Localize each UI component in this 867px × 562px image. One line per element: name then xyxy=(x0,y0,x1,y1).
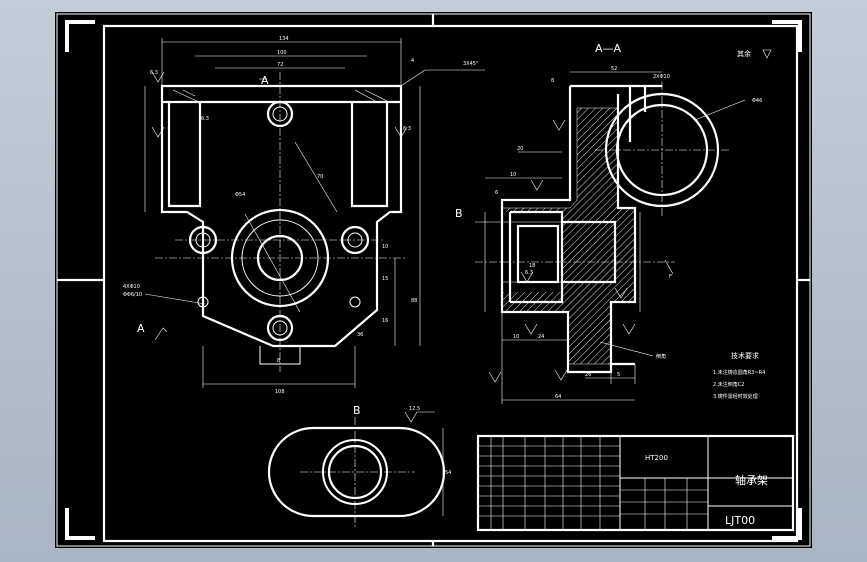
section-inner-bore xyxy=(516,224,560,284)
dim-100-text: 100 xyxy=(277,50,287,56)
dim-18-text: 18 xyxy=(529,263,535,269)
leader-holes xyxy=(144,293,206,305)
chamfer-text: 3X45° xyxy=(463,61,479,67)
section-mark-f: F xyxy=(669,274,672,280)
dim-5-text: 5 xyxy=(617,372,620,378)
view-b-rough-text: 12.5 xyxy=(409,406,420,412)
section-title: A—A xyxy=(595,42,622,55)
dim-52-text: 52 xyxy=(611,66,617,72)
title-block: HT200 轴承架 LJT00 xyxy=(476,434,795,532)
section-dim-26 xyxy=(585,364,636,384)
dim-10-text: 10 xyxy=(382,244,388,250)
rough-sym-sec-7 xyxy=(488,371,502,383)
roughness-symbols-right xyxy=(394,126,408,138)
leader-dia46 xyxy=(694,99,746,121)
lower-left-hole xyxy=(197,296,209,308)
top-hatch xyxy=(172,89,390,103)
leader-chamfer xyxy=(400,69,426,87)
sheet-background xyxy=(55,12,812,548)
hole-callout-1: 4XΦ10 xyxy=(123,284,140,290)
rough-sym-sec-3 xyxy=(520,271,534,283)
corner-mark-tl xyxy=(65,20,95,52)
corner-mark-bl xyxy=(65,508,95,540)
lower-right-hole xyxy=(349,296,361,308)
dia46-text: Φ46 xyxy=(752,98,762,104)
roughness-note-symbol xyxy=(762,49,772,59)
section-mark-a-top: A xyxy=(261,74,269,87)
tech-req-title: 技术要求 xyxy=(731,351,759,360)
dim-134-text: 134 xyxy=(279,36,289,42)
corner-mark-br xyxy=(772,508,802,540)
rough-sym-sec-1 xyxy=(552,119,566,131)
left-slot xyxy=(167,102,202,208)
leader-dia54 xyxy=(244,213,301,313)
view-b-dim-text: 54 xyxy=(445,470,451,476)
right-slot xyxy=(350,102,389,208)
rough-sym-sec-8 xyxy=(554,369,568,381)
title-block-frame xyxy=(476,434,795,532)
dim-24-text: 24 xyxy=(538,334,544,340)
dim-4-text: 4 xyxy=(411,58,414,64)
cad-drawing: 134 100 72 3X45° 4 6.3 6.3 6.3 Φ54 70 10… xyxy=(55,12,812,548)
rough-sym-sec-6 xyxy=(614,287,628,299)
section-mark-a-left: A xyxy=(137,322,145,335)
leader-70 xyxy=(294,141,338,213)
dim-6-text: 6 xyxy=(495,190,498,196)
dim-64-text: 64 xyxy=(555,394,561,400)
rough-left-text: 6.3 xyxy=(150,70,158,76)
view-b-rough-sym xyxy=(404,411,435,423)
drawing-no-text: LJT00 xyxy=(725,514,755,527)
dim-8-text: 8 xyxy=(277,358,280,364)
tech-req-item-3: 3.铸件需经时效处理 xyxy=(713,393,758,400)
dim-88-text: 88 xyxy=(411,298,417,304)
mark-f-arrow xyxy=(664,259,674,275)
section-view-aa: A—A xyxy=(455,42,762,404)
rough-right-text: 6.3 xyxy=(403,126,411,132)
section-arrow-a-left xyxy=(154,327,168,341)
tb-grid-mid xyxy=(620,478,708,530)
view-b: B 12.5 54 xyxy=(267,404,451,527)
front-view: 134 100 72 3X45° 4 6.3 6.3 6.3 Φ54 70 10… xyxy=(123,36,485,395)
rough-sec-text: 6.3 xyxy=(525,270,533,276)
sheet-inner-frame xyxy=(102,24,799,543)
section-hatching xyxy=(502,108,635,364)
rough-sym-sec-2 xyxy=(530,179,544,191)
dim-8-sec-text: 8 xyxy=(551,78,554,84)
dim-26-text: 26 xyxy=(585,372,591,378)
dim-108-text: 108 xyxy=(275,389,285,395)
leader-note xyxy=(599,341,654,357)
bottom-note-text: 倒角 xyxy=(656,353,666,360)
dim-10-sec2-text: 10 xyxy=(513,334,519,340)
dim-10-sec-text: 10 xyxy=(510,172,516,178)
dia54-text: Φ54 xyxy=(235,192,245,198)
rough-sym-sec-4 xyxy=(524,323,538,335)
section-mark-b: B xyxy=(455,207,463,220)
dim-36-text: 36 xyxy=(357,332,363,338)
rough-sym-sec-5 xyxy=(622,323,636,335)
tb-grid-v xyxy=(490,436,601,530)
dim-16-text: 16 xyxy=(382,318,388,324)
technical-requirements: 技术要求 1.未注铸造圆角R3~R4 2.未注倒角C2 3.铸件需经时效处理 xyxy=(713,351,765,400)
tech-req-item-1: 1.未注铸造圆角R3~R4 xyxy=(713,369,765,376)
section-top-lines xyxy=(628,86,647,142)
dim-15-text: 15 xyxy=(382,276,388,282)
roughness-note: 其余 xyxy=(737,49,751,58)
tech-req-item-2: 2.未注倒角C2 xyxy=(713,381,744,388)
rough-slot-text: 6.3 xyxy=(201,116,209,122)
hole-callout-sec: 2XΦ10 xyxy=(653,74,670,80)
corner-mark-tr xyxy=(772,20,802,52)
tb-grid-h xyxy=(478,445,620,517)
dim-70-text: 70 xyxy=(317,174,323,180)
part-name-text: 轴承架 xyxy=(735,473,768,487)
view-b-outline xyxy=(267,426,446,518)
material-text: HT200 xyxy=(645,454,668,462)
dim-20-text: 20 xyxy=(517,146,523,152)
front-view-outline xyxy=(160,84,403,348)
dim-72-text: 72 xyxy=(277,62,283,68)
roughness-symbols-left xyxy=(151,71,165,138)
drawing-sheet: 134 100 72 3X45° 4 6.3 6.3 6.3 Φ54 70 10… xyxy=(55,12,812,548)
hole-callout-2: ΦΦ6/10 xyxy=(123,292,142,298)
view-b-label: B xyxy=(353,404,361,417)
